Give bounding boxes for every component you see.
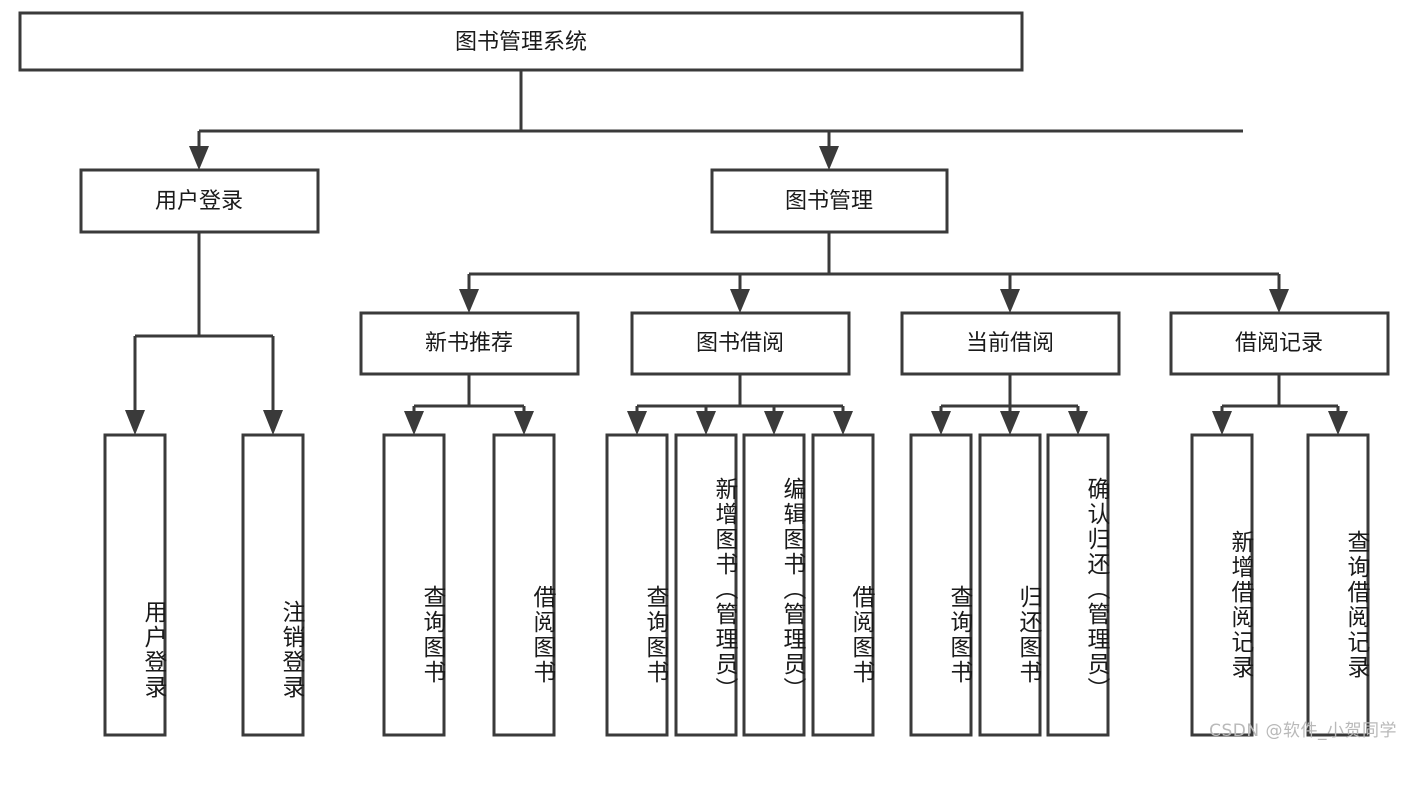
node-borrow-record[interactable]: 借阅记录 bbox=[1169, 311, 1390, 376]
node-book-borrow[interactable]: 图书借阅 bbox=[630, 311, 851, 376]
leaf-box[interactable] bbox=[909, 433, 973, 737]
connector-bookmgmt-to-level3 bbox=[459, 232, 1289, 313]
leaf-box[interactable] bbox=[1190, 433, 1254, 737]
diagram-canvas: 图书管理系统 用户登录 图书管理 新书推荐 图书借阅 当前借阅 借阅记录 bbox=[18, 11, 1397, 741]
node-user-login[interactable]: 用户登录 bbox=[79, 168, 320, 234]
node-borrow-record-label: 借阅记录 bbox=[1235, 331, 1323, 356]
watermark-text: CSDN @软件_小贺同学 bbox=[1209, 721, 1397, 741]
leaf-box[interactable] bbox=[492, 433, 556, 737]
connector-bookborrow-to-leaves bbox=[627, 374, 853, 435]
leaf-boxes bbox=[103, 433, 1370, 737]
node-root[interactable]: 图书管理系统 bbox=[18, 11, 1024, 72]
node-book-management[interactable]: 图书管理 bbox=[710, 168, 949, 234]
connector-currentborrow-to-leaves bbox=[931, 374, 1088, 435]
connector-userlogin-to-leaves bbox=[125, 232, 283, 435]
leaf-box[interactable] bbox=[742, 433, 806, 737]
node-current-borrow-label: 当前借阅 bbox=[966, 331, 1054, 356]
leaf-box[interactable] bbox=[241, 433, 305, 737]
connector-newbook-to-leaves bbox=[404, 374, 534, 435]
leaf-box[interactable] bbox=[978, 433, 1042, 737]
leaf-box[interactable] bbox=[605, 433, 669, 737]
node-new-book-recommend[interactable]: 新书推荐 bbox=[359, 311, 580, 376]
node-user-login-label: 用户登录 bbox=[155, 189, 243, 214]
node-book-borrow-label: 图书借阅 bbox=[696, 331, 784, 356]
node-root-label: 图书管理系统 bbox=[455, 30, 587, 55]
leaf-box[interactable] bbox=[1306, 433, 1370, 737]
leaf-box[interactable] bbox=[1046, 433, 1110, 737]
leaf-box[interactable] bbox=[103, 433, 167, 737]
node-new-book-recommend-label: 新书推荐 bbox=[425, 331, 513, 356]
node-current-borrow[interactable]: 当前借阅 bbox=[900, 311, 1121, 376]
leaf-box[interactable] bbox=[382, 433, 446, 737]
leaf-box[interactable] bbox=[811, 433, 875, 737]
leaf-box[interactable] bbox=[674, 433, 738, 737]
connector-root-to-level2 bbox=[189, 70, 1243, 170]
flowchart-svg: 图书管理系统 用户登录 图书管理 新书推荐 图书借阅 当前借阅 借阅记录 bbox=[18, 11, 1390, 737]
connector-borrowrecord-to-leaves bbox=[1212, 374, 1348, 435]
node-book-management-label: 图书管理 bbox=[785, 189, 873, 214]
